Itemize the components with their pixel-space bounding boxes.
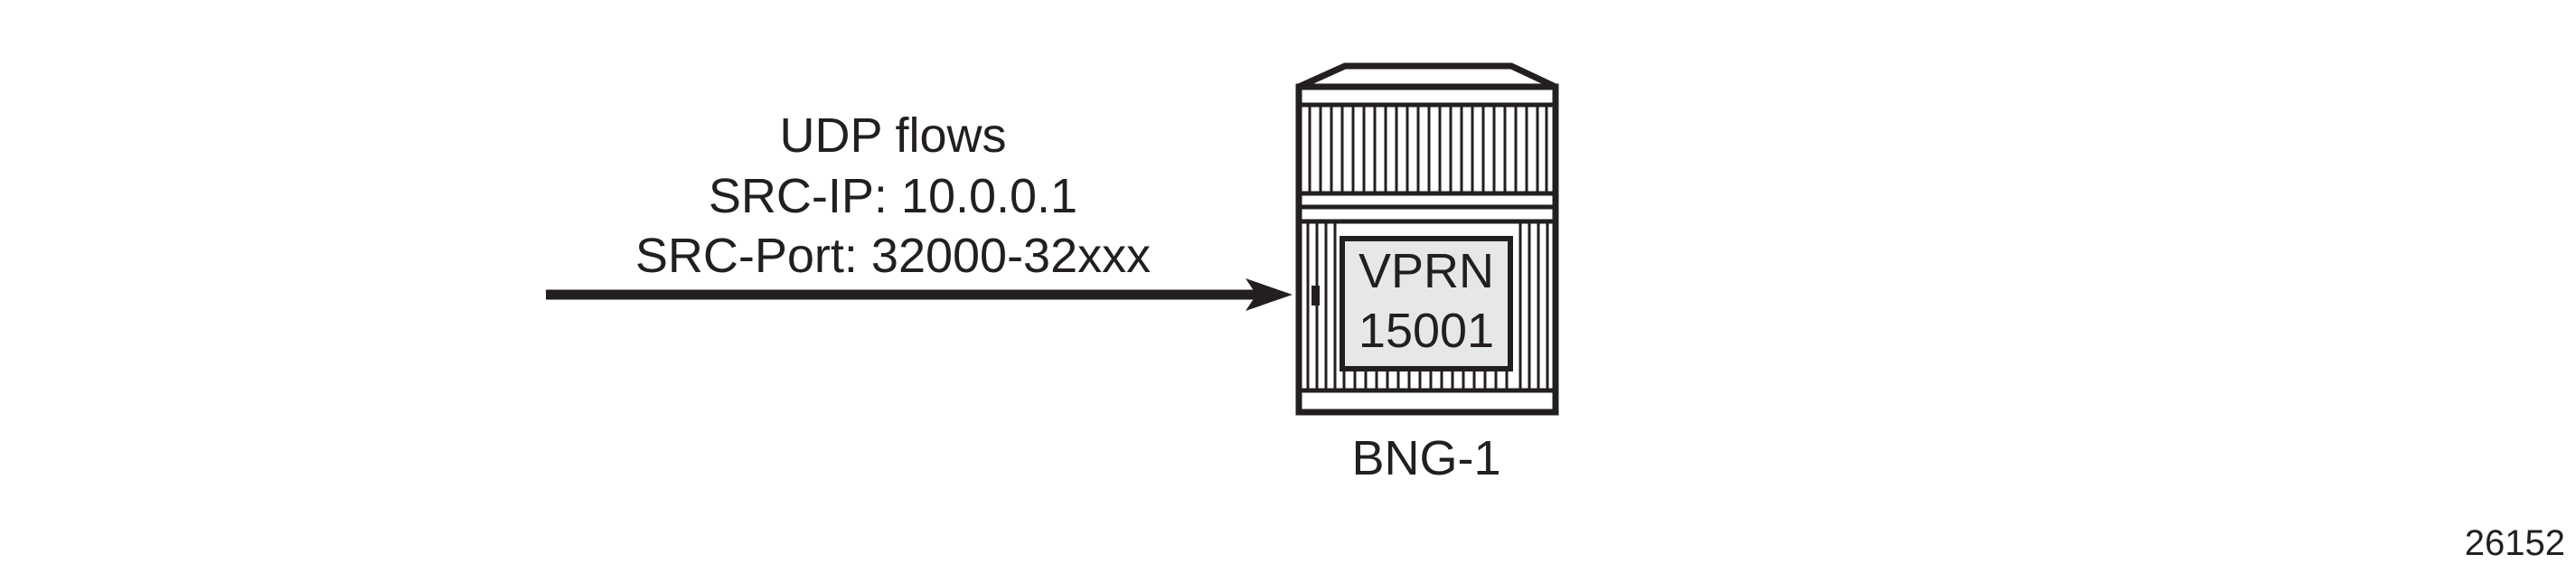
chassis-lower-bars <box>1306 221 1549 390</box>
flow-arrow <box>546 278 1293 311</box>
chassis-upper-bars <box>1308 105 1548 193</box>
ingress-port-icon <box>1312 286 1320 306</box>
flow-label-line2: SRC-IP: 10.0.0.1 <box>709 169 1077 223</box>
vprn-label: VPRN <box>1359 244 1494 298</box>
vprn-service-box <box>1340 236 1513 371</box>
node-name: BNG-1 <box>1351 431 1500 485</box>
flow-label-line1: UDP flows <box>779 108 1006 163</box>
vprn-id: 15001 <box>1359 304 1494 358</box>
figure-id: 26152 <box>2465 523 2565 563</box>
flow-label: UDP flows SRC-IP: 10.0.0.1 SRC-Port: 320… <box>635 108 1151 283</box>
flow-arrow-head <box>1246 278 1293 311</box>
flow-label-line3: SRC-Port: 32000-32xxx <box>635 229 1151 283</box>
